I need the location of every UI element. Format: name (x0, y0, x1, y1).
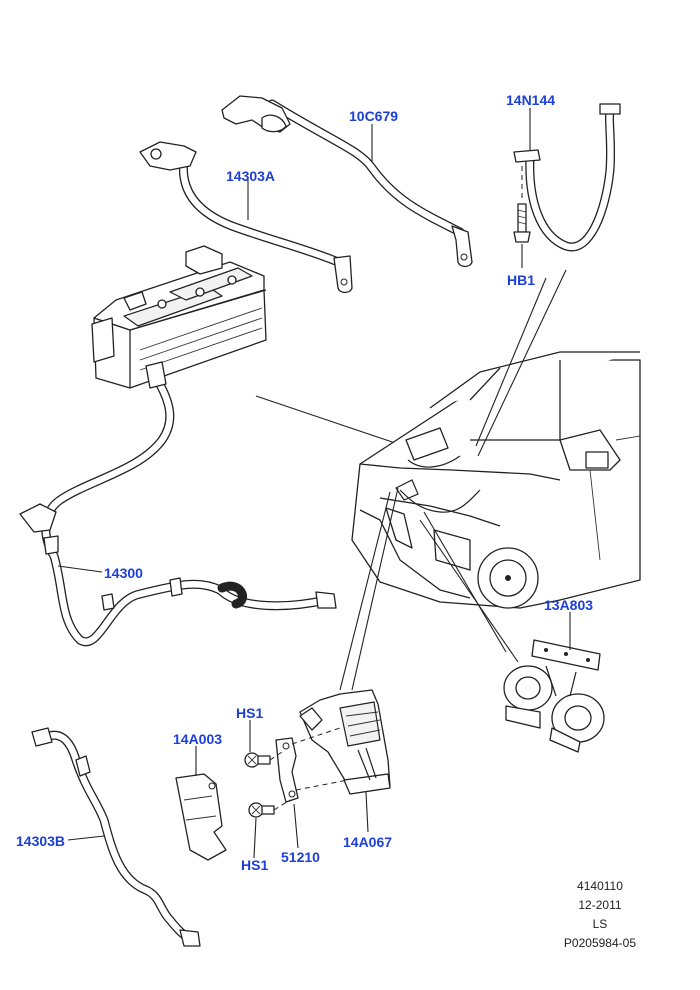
callout-HB1[interactable]: HB1 (507, 272, 536, 288)
callout-51210[interactable]: 51210 (281, 849, 320, 865)
screw-HS1-upper[interactable] (244, 751, 283, 768)
bolt-HB1[interactable] (513, 166, 531, 243)
bracket-14A003[interactable] (175, 773, 227, 861)
footer-ref: P0205984-05 (563, 936, 636, 950)
callout-14303B[interactable]: 14303B (16, 833, 66, 849)
cable-10C679[interactable] (221, 95, 473, 268)
strap-14N144[interactable] (513, 103, 621, 252)
footer-reference: 4140110 12-2011 LS P0205984-05 (564, 877, 636, 953)
screw-HS1-lower[interactable] (248, 799, 291, 818)
callout-HS1-lower[interactable]: HS1 (241, 857, 269, 873)
cable-14303B[interactable] (31, 727, 201, 947)
callout-13A803[interactable]: 13A803 (544, 597, 594, 613)
vehicle (351, 351, 641, 609)
cable-14303A[interactable] (139, 141, 353, 294)
callout-14A067[interactable]: 14A067 (343, 834, 393, 850)
callout-14300[interactable]: 14300 (104, 565, 143, 581)
harness-14300[interactable] (19, 361, 337, 647)
callout-14303A[interactable]: 14303A (226, 168, 276, 184)
horn-13A803[interactable] (503, 639, 605, 753)
footer-region: LS (592, 917, 608, 931)
callout-HS1-upper[interactable]: HS1 (236, 705, 264, 721)
junction-box-14A067[interactable] (299, 689, 391, 795)
footer-code: 4140110 (577, 879, 623, 893)
callout-14A003[interactable]: 14A003 (173, 731, 223, 747)
footer-date: 12-2011 (578, 898, 622, 912)
bracket-51210[interactable] (275, 727, 349, 803)
battery[interactable] (91, 245, 267, 389)
callout-14N144[interactable]: 14N144 (506, 92, 556, 108)
callout-10C679[interactable]: 10C679 (349, 108, 399, 124)
